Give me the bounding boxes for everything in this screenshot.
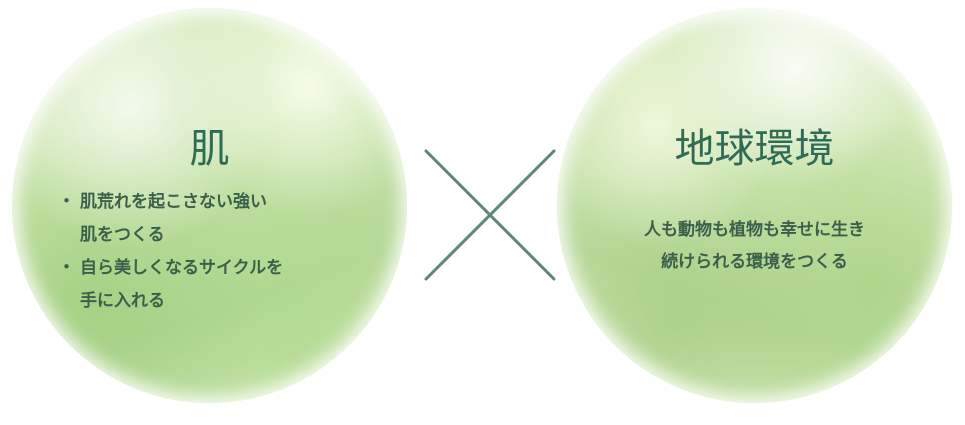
description-line: 人も動物も植物も幸せに生き — [644, 220, 865, 240]
skin-bullet-item: 自ら美しくなるサイクルを 手に入れる — [58, 252, 284, 318]
skin-bullet-list: 肌荒れを起こさない強い 肌をつくる 自ら美しくなるサイクルを 手に入れる — [58, 186, 284, 318]
bullet-text-line: 手に入れる — [80, 291, 165, 311]
description-line: 続けられる環境をつくる — [661, 252, 848, 272]
bullet-text-line: 自ら美しくなるサイクルを — [80, 258, 284, 278]
skin-title: 肌 — [189, 126, 230, 172]
cross-icon — [424, 149, 556, 281]
bullet-text-line: 肌をつくる — [80, 225, 165, 245]
earth-environment-title: 地球環境 — [674, 126, 835, 172]
skin-bullet-item: 肌荒れを起こさない強い 肌をつくる — [58, 186, 283, 252]
earth-environment-description: 人も動物も植物も幸せに生き 続けられる環境をつくる — [557, 214, 952, 278]
skin-circle: 肌 肌荒れを起こさない強い 肌をつくる 自ら美しくなるサイクルを 手に入れる — [12, 8, 407, 403]
earth-environment-circle: 地球環境 人も動物も植物も幸せに生き 続けられる環境をつくる — [557, 8, 952, 403]
bullet-text-line: 肌荒れを起こさない強い — [80, 192, 267, 212]
cross-line-up — [424, 149, 556, 281]
